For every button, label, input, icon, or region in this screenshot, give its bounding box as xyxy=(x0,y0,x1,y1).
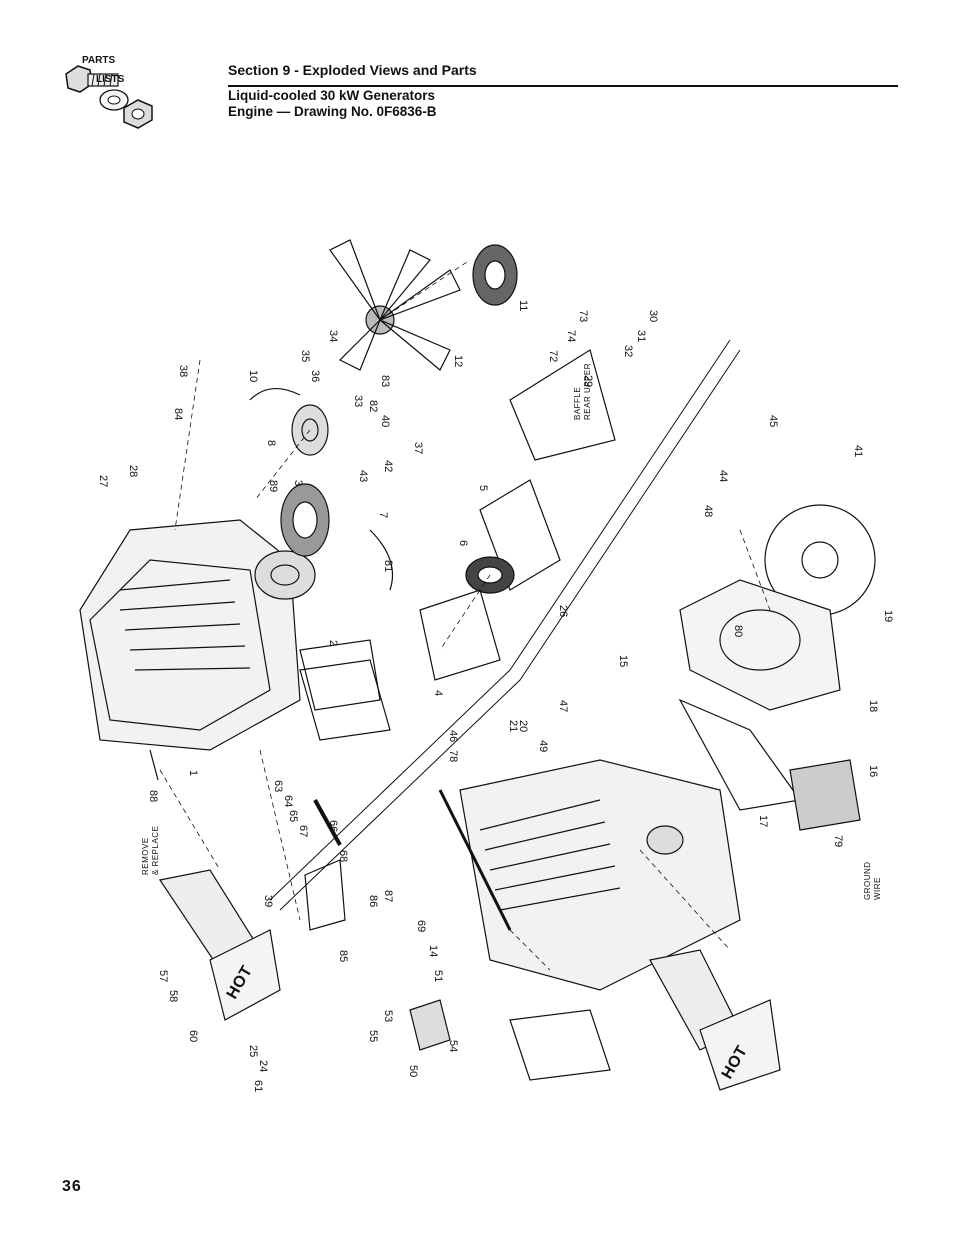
label-remove-line1: REMOVE xyxy=(141,837,150,875)
icon-text-parts: PARTS xyxy=(82,55,115,66)
part-callout-50: 50 xyxy=(407,1065,419,1077)
part-callout-28: 28 xyxy=(127,465,139,477)
part-callout-15: 15 xyxy=(617,655,629,667)
part-callout-26: 26 xyxy=(557,605,569,617)
part-callout-72: 72 xyxy=(547,350,559,362)
part-callout-85: 85 xyxy=(337,950,349,962)
part-callout-25: 25 xyxy=(247,1045,259,1057)
part-callout-73: 73 xyxy=(577,310,589,322)
part-callout-68: 68 xyxy=(337,850,349,862)
part-callout-47: 47 xyxy=(557,700,569,712)
part-callout-66: 66 xyxy=(327,820,339,832)
part-callout-39: 39 xyxy=(262,895,274,907)
header-rule xyxy=(228,85,898,87)
part-callout-18: 18 xyxy=(867,700,879,712)
label-ground-line2: WIRE xyxy=(873,877,882,900)
part-callout-11: 11 xyxy=(517,300,529,311)
part-callout-61: 61 xyxy=(252,1080,264,1092)
part-callout-83: 83 xyxy=(379,375,391,387)
part-callout-74: 74 xyxy=(565,330,577,342)
part-callout-5: 5 xyxy=(477,485,489,491)
icon-text-lists: LISTS xyxy=(96,74,125,85)
drawing-subtitle-line1: Liquid-cooled 30 kW Generators xyxy=(228,88,436,103)
part-callout-27: 27 xyxy=(97,475,109,487)
part-callout-46: 46 xyxy=(447,730,459,742)
part-callout-86: 86 xyxy=(367,895,379,907)
part-callout-81: 81 xyxy=(382,560,394,572)
part-callout-57: 57 xyxy=(157,970,169,982)
part-callout-43: 43 xyxy=(357,470,369,482)
part-callout-82: 82 xyxy=(367,400,379,412)
part-callout-69: 69 xyxy=(415,920,427,932)
part-callout-29: 29 xyxy=(582,375,594,387)
part-callout-31: 31 xyxy=(635,330,647,342)
part-callout-7: 7 xyxy=(377,512,389,518)
part-callout-20: 20 xyxy=(517,720,529,732)
drawing-subtitle-line2: Engine — Drawing No. 0F6836-B xyxy=(228,104,437,119)
part-callout-14: 14 xyxy=(427,945,439,957)
callout-numbers: 1234567810111214151617181920212425262728… xyxy=(97,300,894,1092)
part-callout-4: 4 xyxy=(432,690,444,696)
part-callout-30: 30 xyxy=(647,310,659,322)
part-callout-19: 19 xyxy=(882,610,894,622)
part-callout-60: 60 xyxy=(187,1030,199,1042)
part-callout-87: 87 xyxy=(382,890,394,902)
part-callout-24: 24 xyxy=(257,1060,269,1072)
part-callout-63: 63 xyxy=(272,780,284,792)
part-callout-55: 55 xyxy=(367,1030,379,1042)
part-callout-34: 34 xyxy=(327,330,339,342)
label-baffle-line2: REAR UPPER xyxy=(583,363,592,420)
part-callout-41: 41 xyxy=(852,445,864,457)
part-callout-78: 78 xyxy=(447,750,459,762)
part-callout-10: 10 xyxy=(247,370,259,382)
page-number: 36 xyxy=(62,1178,82,1195)
part-callout-67: 67 xyxy=(297,825,309,837)
part-callout-53: 53 xyxy=(382,1010,394,1022)
part-callout-79: 79 xyxy=(832,835,844,847)
part-callout-2: 2 xyxy=(327,640,339,646)
part-callout-21: 21 xyxy=(507,720,519,732)
part-callout-80: 80 xyxy=(732,625,744,637)
part-callout-35: 35 xyxy=(299,350,311,362)
part-callout-44: 44 xyxy=(717,470,729,482)
part-callout-16: 16 xyxy=(867,765,879,777)
part-callout-6: 6 xyxy=(457,540,469,546)
part-callout-51: 51 xyxy=(432,970,444,982)
part-callout-49: 49 xyxy=(537,740,549,752)
part-callout-3: 3 xyxy=(292,480,304,486)
exploded-engine-drawing: BAFFLE REAR UPPER REMOVE & REPLACE GROUN… xyxy=(79,239,894,1092)
part-callout-12: 12 xyxy=(452,355,464,367)
part-callout-38: 38 xyxy=(177,365,189,377)
part-callout-36: 36 xyxy=(309,370,321,382)
part-callout-1: 1 xyxy=(187,770,199,776)
part-callout-88: 88 xyxy=(147,790,159,802)
part-callout-32: 32 xyxy=(622,345,634,357)
part-callout-84: 84 xyxy=(172,408,184,420)
part-callout-54: 54 xyxy=(447,1040,459,1052)
parts-lists-icon: PARTS LISTS xyxy=(65,55,153,129)
part-callout-45: 45 xyxy=(767,415,779,427)
label-ground-line1: GROUND xyxy=(863,861,872,900)
part-callout-40: 40 xyxy=(379,415,391,427)
label-remove-line2: & REPLACE xyxy=(151,826,160,875)
label-baffle-line1: BAFFLE xyxy=(573,387,582,420)
part-callout-64: 64 xyxy=(282,795,294,807)
part-callout-48: 48 xyxy=(702,505,714,517)
part-callout-42: 42 xyxy=(382,460,394,472)
part-callout-33: 33 xyxy=(352,395,364,407)
part-callout-65: 65 xyxy=(287,810,299,822)
section-title: Section 9 - Exploded Views and Parts xyxy=(228,62,477,78)
part-callout-37: 37 xyxy=(412,442,424,454)
part-callout-58: 58 xyxy=(167,990,179,1002)
part-callout-17: 17 xyxy=(757,815,769,827)
part-callout-8: 8 xyxy=(265,440,277,446)
part-callout-89: 89 xyxy=(267,480,279,492)
